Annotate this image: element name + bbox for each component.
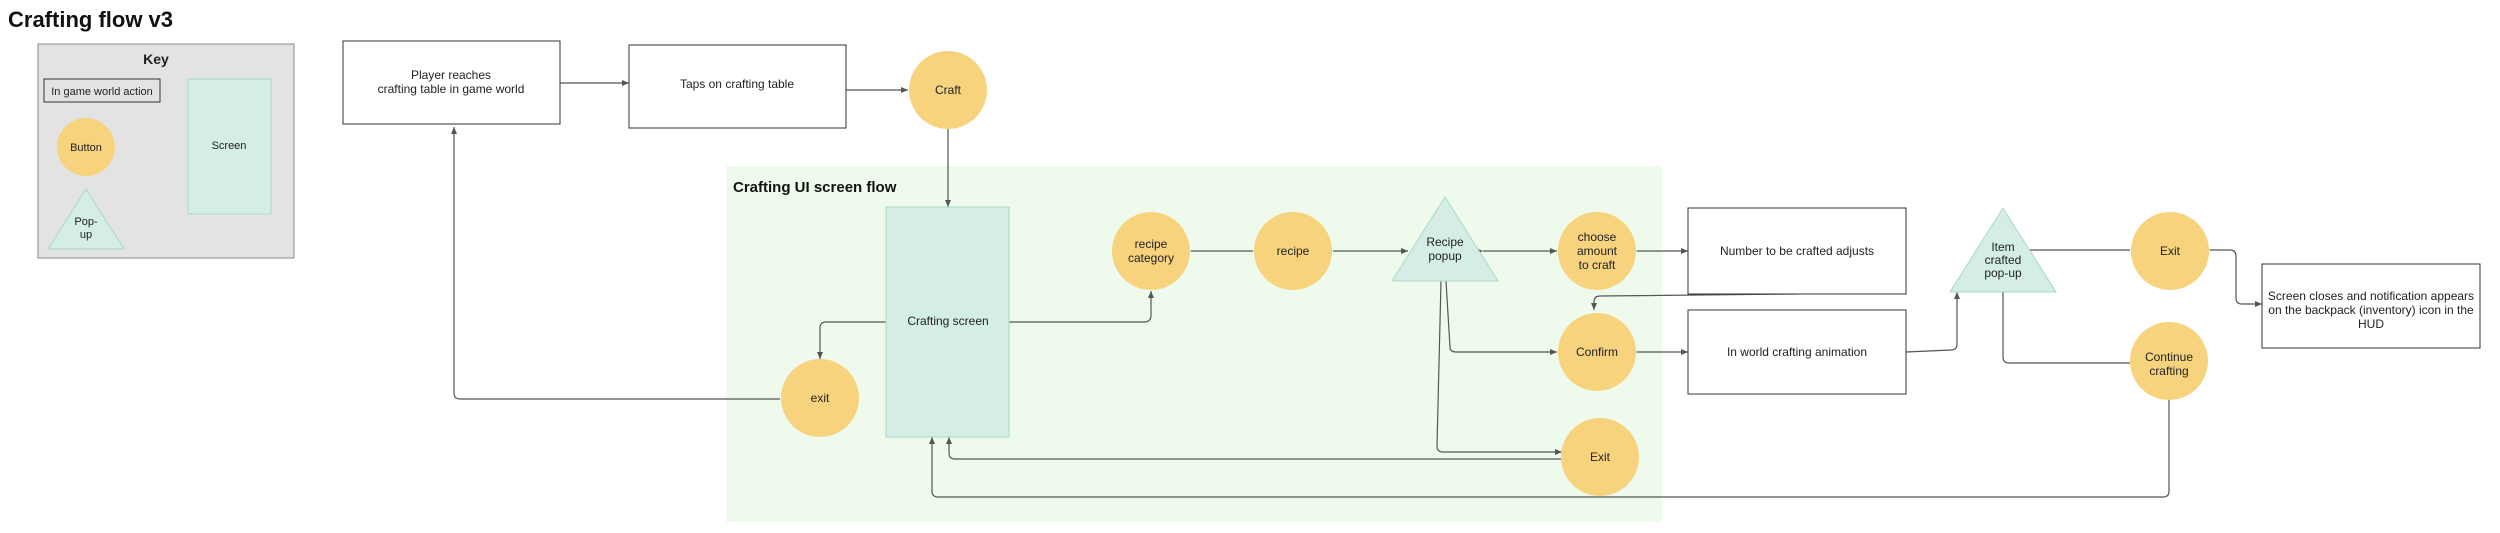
key-world-action-swatch xyxy=(43,78,161,103)
continue-crafting-line-2: crafting xyxy=(2149,364,2188,378)
key-button-swatch xyxy=(57,118,115,176)
crafting-ui-region xyxy=(726,166,1662,522)
world-action-crafting-animation: In world crafting animation xyxy=(1687,309,1907,395)
exit-right-label: Exit xyxy=(2160,244,2181,258)
recipe-category-button: recipe category xyxy=(1112,212,1190,290)
item-crafted-line-2: crafted xyxy=(1985,253,2022,267)
choose-amount-button: choose amount to craft xyxy=(1558,212,1636,290)
reach-table-line-1: Player reaches xyxy=(411,68,491,82)
item-crafted-line-1: Item xyxy=(1991,240,2014,254)
world-action-reach-table: Player reaches crafting table in game wo… xyxy=(342,40,561,125)
exit-left-label: exit xyxy=(811,391,830,405)
key-screen-swatch xyxy=(187,78,272,215)
item-crafted-popup: Item crafted pop-up xyxy=(1949,207,2057,293)
connector-popup-exit xyxy=(1436,273,1562,455)
diagram-title: Crafting flow v3 xyxy=(8,7,173,32)
craft-button: Craft xyxy=(909,51,987,129)
confirm-button: Confirm xyxy=(1558,313,1636,391)
recipe-popup-line-1: Recipe xyxy=(1426,235,1464,249)
connector-adjusts-confirm xyxy=(1591,293,1799,310)
connector-screen-category xyxy=(1000,291,1154,325)
connectors xyxy=(451,80,2262,498)
connector-continue-screen xyxy=(929,392,2170,498)
key-popup-label-2: up xyxy=(80,229,92,241)
screen-closes-line-2: on the backpack (inventory) icon in the xyxy=(2268,303,2474,317)
reach-table-line-2: crafting table in game world xyxy=(378,82,525,96)
crafting-screen-label: Crafting screen xyxy=(907,314,988,328)
connector-item-continue xyxy=(2000,284,2130,364)
connector-screen-exit xyxy=(817,321,886,359)
recipe-button: recipe xyxy=(1254,212,1332,290)
recipe-popup: Recipe popup xyxy=(1391,196,1499,282)
key-popup-label-1: Pop- xyxy=(74,216,98,228)
connector-exit-screen xyxy=(946,437,1561,460)
connector-animation-item xyxy=(1905,292,1960,353)
item-crafted-line-3: pop-up xyxy=(1984,266,2022,280)
key-panel: Key In game world action Screen Button P… xyxy=(37,43,295,259)
key-button-label: Button xyxy=(70,142,102,154)
exit-button-left: exit xyxy=(781,359,859,437)
recipe-label: recipe xyxy=(1277,244,1310,258)
exit-popup-label: Exit xyxy=(1590,450,1611,464)
recipe-category-line-1: recipe xyxy=(1135,237,1168,251)
taps-table-label: Taps on crafting table xyxy=(680,77,794,91)
choose-amount-line-2: amount xyxy=(1577,244,1618,258)
continue-crafting-line-1: Continue xyxy=(2145,350,2193,364)
recipe-category-line-2: category xyxy=(1128,251,1174,265)
world-action-screen-closes: Screen closes and notification appears o… xyxy=(2261,263,2481,349)
exit-button-popup: Exit xyxy=(1561,418,1639,496)
choose-amount-line-1: choose xyxy=(1578,230,1617,244)
key-popup-swatch xyxy=(47,188,125,250)
screen-closes-line-3: HUD xyxy=(2358,317,2384,331)
choose-amount-line-3: to craft xyxy=(1579,258,1616,272)
screen-closes-line-1: Screen closes and notification appears xyxy=(2268,289,2474,303)
craft-button-label: Craft xyxy=(935,83,962,97)
recipe-popup-line-2: popup xyxy=(1428,249,1462,263)
continue-crafting-button: Continue crafting xyxy=(2130,322,2208,400)
world-action-taps-table: Taps on crafting table xyxy=(628,44,847,129)
exit-button-right: Exit xyxy=(2131,212,2209,290)
confirm-label: Confirm xyxy=(1576,345,1618,359)
connector-exit-reach xyxy=(451,127,780,400)
connector-exit-screen-closes xyxy=(2203,247,2262,307)
world-action-number-adjusts: Number to be crafted adjusts xyxy=(1687,207,1907,295)
key-world-action-label: In game world action xyxy=(51,86,153,98)
number-adjusts-label: Number to be crafted adjusts xyxy=(1720,244,1874,258)
key-heading: Key xyxy=(143,51,169,67)
key-screen-label: Screen xyxy=(212,140,247,152)
crafting-animation-label: In world crafting animation xyxy=(1727,345,1867,359)
region-title: Crafting UI screen flow xyxy=(733,179,897,196)
crafting-screen: Crafting screen xyxy=(885,206,1010,438)
